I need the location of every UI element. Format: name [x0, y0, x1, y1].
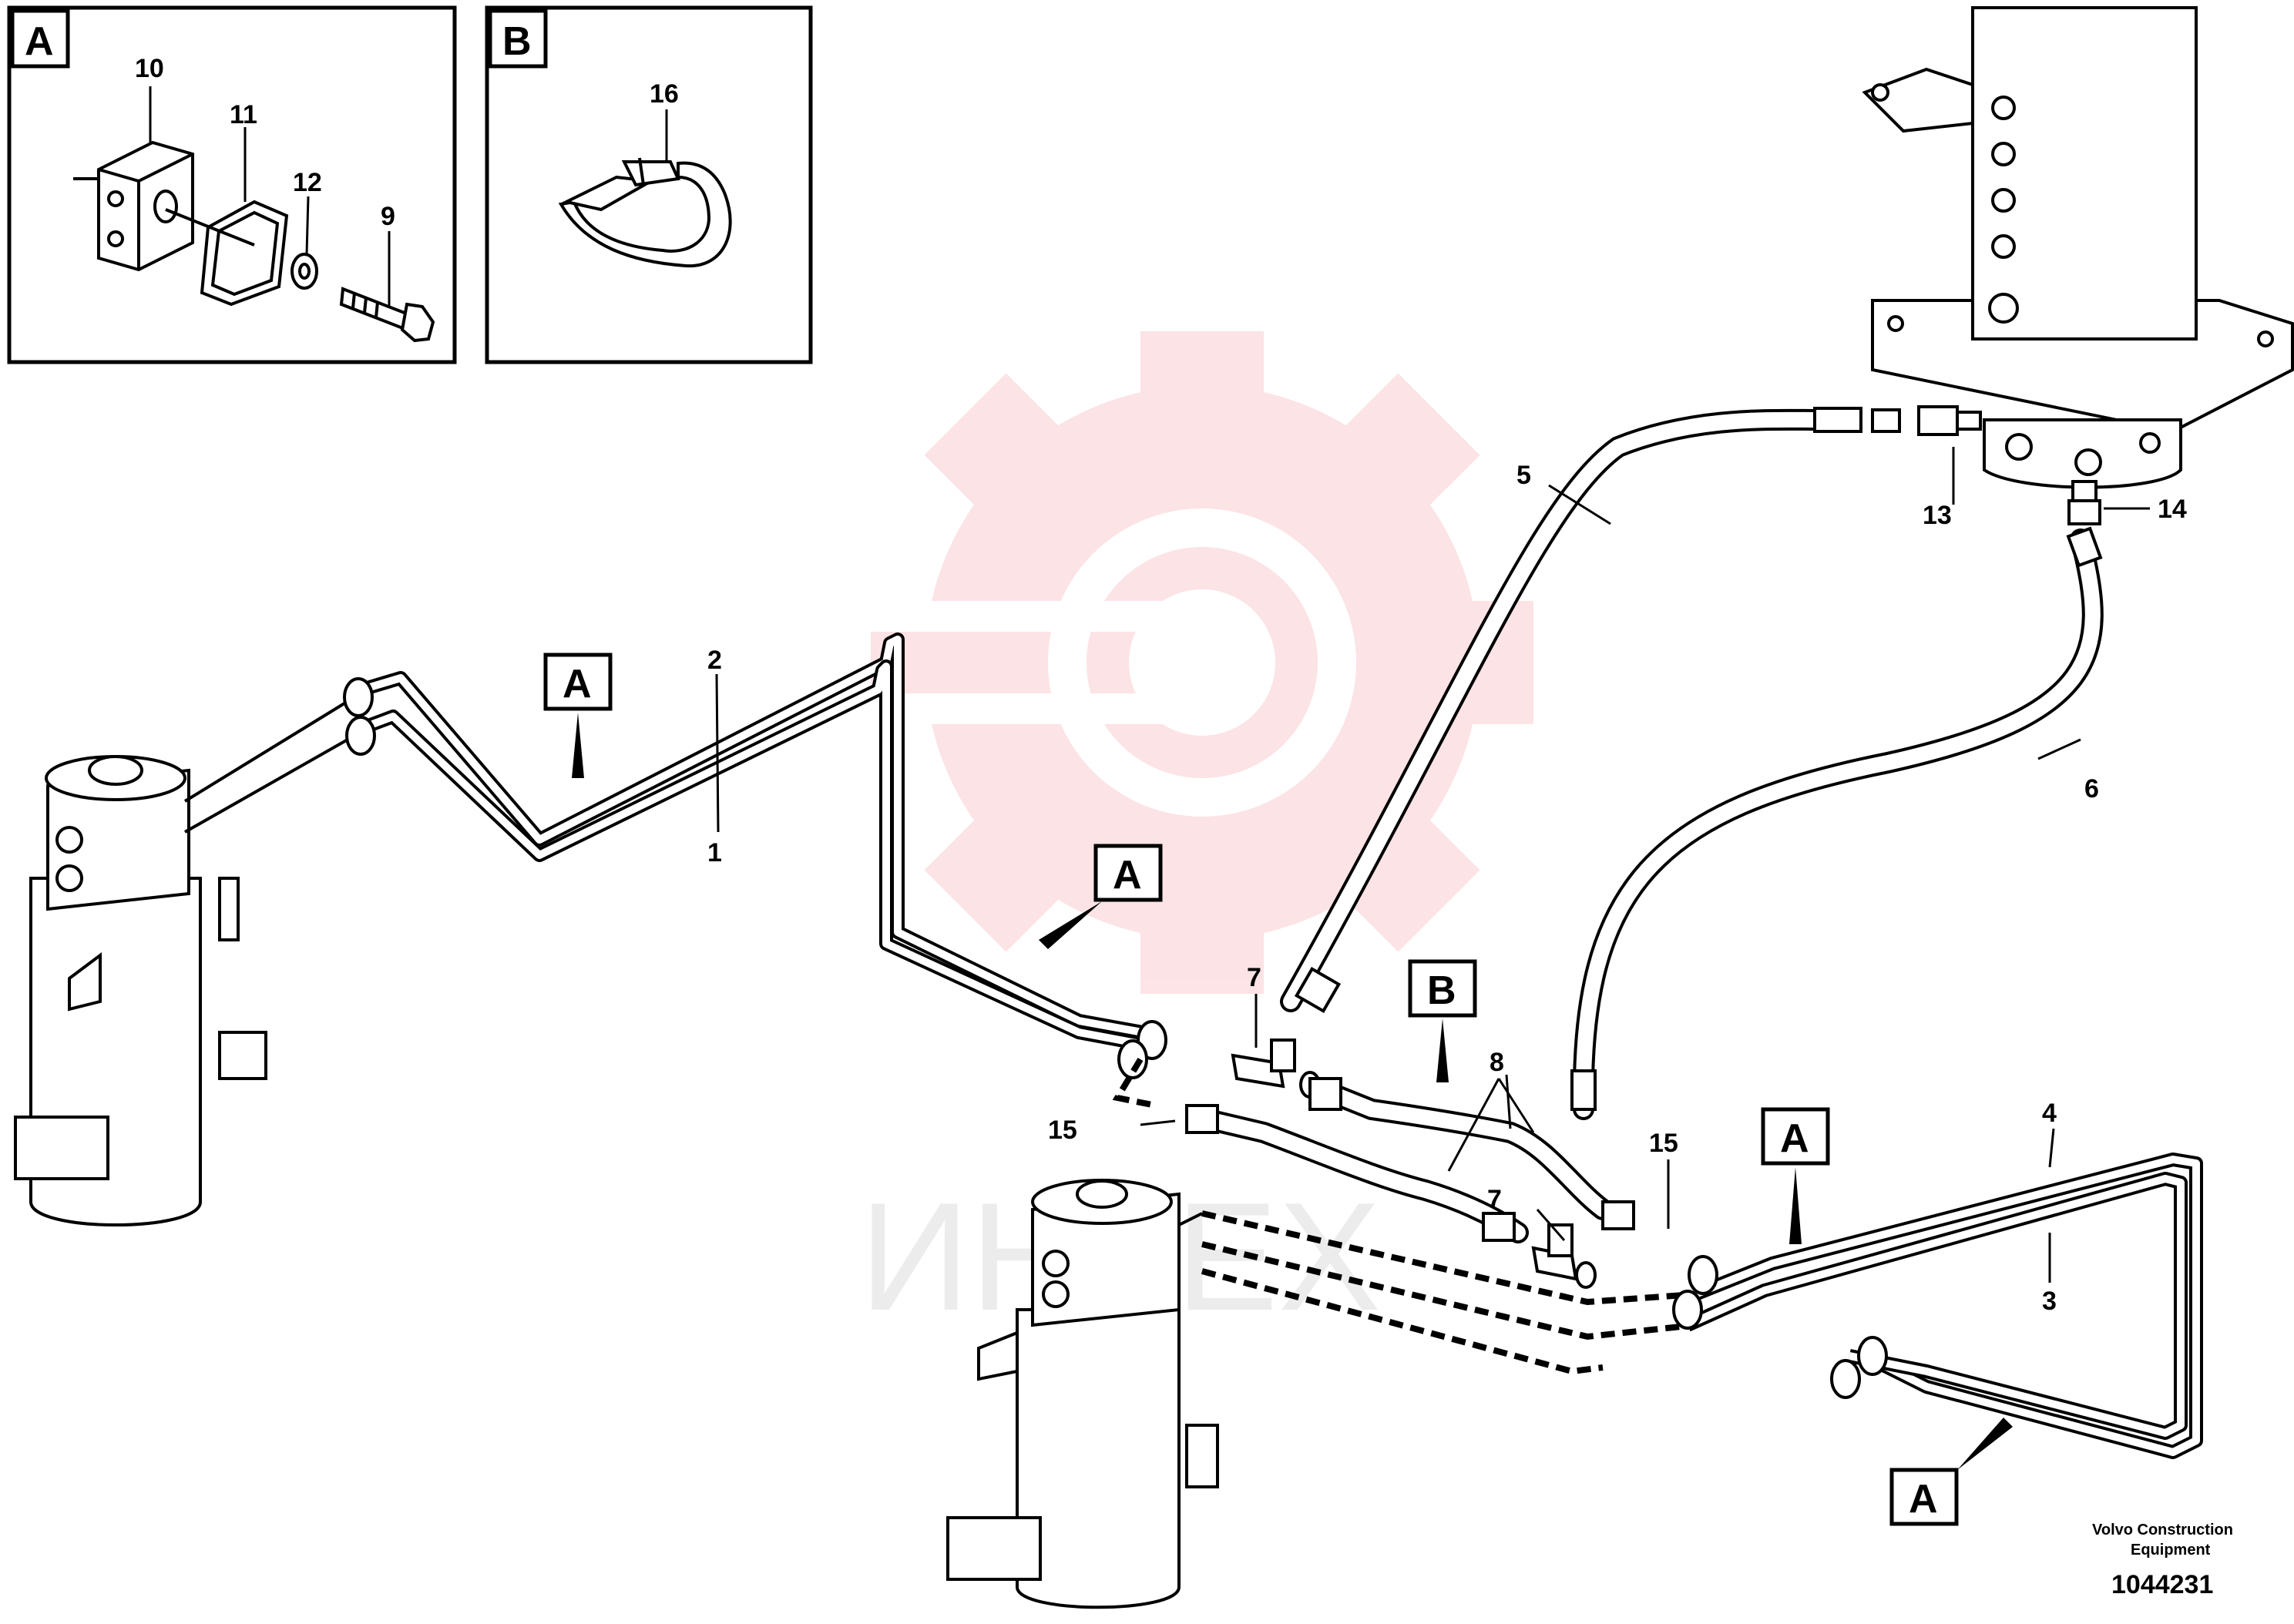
watermark-gear-icon — [871, 331, 1533, 994]
inset-a-frame — [7, 5, 457, 364]
tee-fitting-lower-icon — [1531, 1223, 1597, 1289]
document-number: 1044231 — [2111, 1570, 2213, 1599]
svg-text:A: A — [1113, 853, 1142, 898]
adapter-13-icon — [1871, 405, 1982, 436]
svg-text:A: A — [563, 662, 592, 706]
left-steering-cylinder-icon — [14, 696, 356, 1226]
inset-a-tag-box — [10, 8, 70, 69]
inset-a: A 10 11 12 — [7, 5, 457, 364]
plate-icon — [165, 200, 289, 307]
view-tag-a-4: A — [1889, 1418, 2013, 1526]
hydraulic-pipes-1-2 — [359, 632, 1165, 1060]
bolt-icon — [339, 287, 435, 343]
part-label-3: 3 — [2042, 1287, 2057, 1316]
part-label-16: 16 — [650, 79, 679, 109]
footer-company-line1: Volvo Construction — [2092, 1522, 2233, 1538]
hose-8-upper — [1322, 1083, 1614, 1220]
view-tag-a-3: A — [1761, 1107, 1830, 1244]
part-label-6: 6 — [2084, 774, 2099, 804]
view-tag-a-2: A — [1039, 844, 1163, 949]
nipple-14-icon — [2067, 480, 2101, 525]
part-label-9: 9 — [381, 202, 395, 231]
part-label-1: 1 — [707, 838, 722, 867]
view-tag-b: B — [1408, 959, 1477, 1082]
part-label-10: 10 — [135, 54, 164, 83]
bracket-icon — [73, 140, 194, 272]
svg-text:B: B — [1427, 968, 1456, 1013]
callout-leaders — [715, 447, 2150, 1283]
hose-6 — [1572, 528, 2104, 1120]
svg-text:A: A — [1780, 1116, 1809, 1161]
svg-text:A: A — [1909, 1477, 1938, 1522]
part-label-12: 12 — [293, 168, 322, 197]
view-tag-a-1: A — [543, 653, 613, 778]
hydraulic-pipes-3-4 — [1684, 1153, 2203, 1459]
part-label-14: 14 — [2158, 495, 2187, 524]
right-steering-cylinder-icon — [946, 1179, 1219, 1609]
part-label-4: 4 — [2042, 1099, 2057, 1128]
washer-icon — [291, 253, 318, 290]
part-label-5: 5 — [1516, 461, 1531, 490]
strap-clip-icon — [558, 157, 732, 268]
hidden-pipes-dashed — [1112, 1057, 1696, 1375]
inset-b-tag: B — [502, 19, 532, 64]
part-label-15-right: 15 — [1649, 1129, 1678, 1158]
tee-fitting-upper-icon — [1231, 1038, 1321, 1099]
inset-b-tag-box — [488, 8, 548, 69]
leader-12 — [305, 196, 310, 255]
swivel-joint-icon — [1862, 6, 2294, 489]
part-label-13: 13 — [1923, 501, 1952, 530]
part-label-8: 8 — [1490, 1048, 1504, 1077]
part-label-2: 2 — [707, 646, 722, 675]
part-label-15-left: 15 — [1048, 1116, 1077, 1145]
part-label-7-upper: 7 — [1247, 963, 1261, 992]
pipe-fittings-left — [343, 677, 1167, 1079]
pipe-fittings-right — [1672, 1255, 1888, 1399]
inset-b: B 16 — [485, 5, 813, 364]
footer-company-line2: Equipment — [2131, 1542, 2211, 1559]
hose-end-fittings — [1185, 407, 2103, 1242]
inset-a-tag: A — [25, 19, 54, 64]
hose-5 — [1280, 408, 1829, 1012]
part-label-11: 11 — [230, 100, 257, 129]
inset-b-frame — [485, 5, 813, 364]
part-label-7-lower: 7 — [1487, 1185, 1502, 1214]
